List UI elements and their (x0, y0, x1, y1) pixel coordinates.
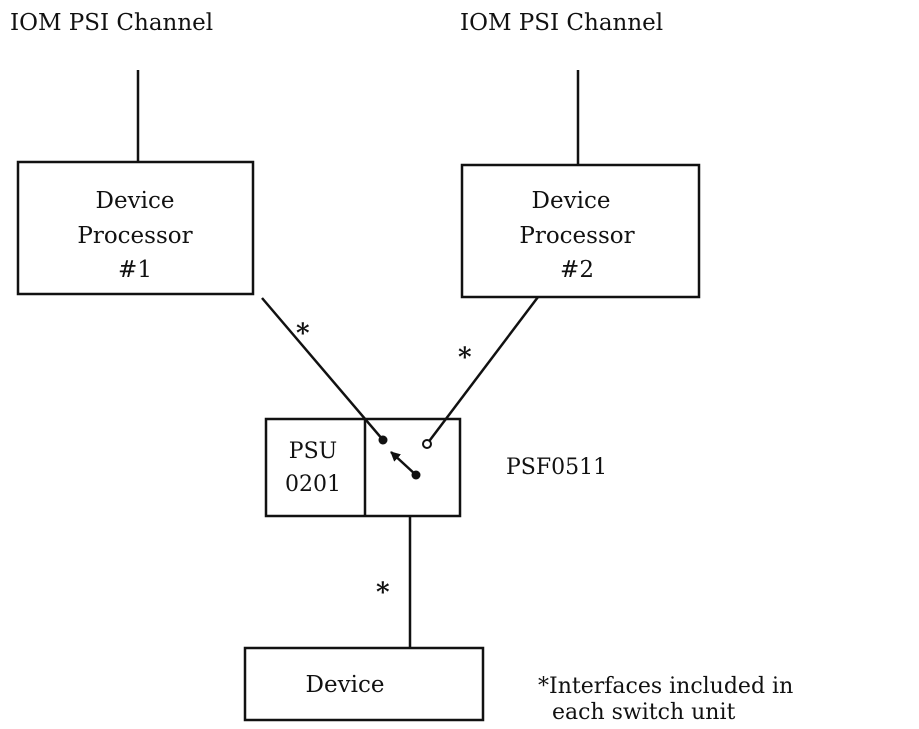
feature-label: PSF0511 (506, 455, 607, 480)
interface-marker-left: * (296, 319, 310, 349)
switch-contact-right (422, 439, 432, 449)
device-label: Device (306, 672, 385, 698)
switch-contact-left (378, 435, 388, 445)
channel-label-right: IOM PSI Channel (460, 10, 663, 36)
psu-label-line1: PSU (289, 439, 337, 464)
device-processor-2-line3: #2 (560, 257, 594, 283)
device-processor-1-line2: Processor (77, 223, 192, 249)
channel-label-left: IOM PSI Channel (10, 10, 213, 36)
device-processor-2-box (460, 163, 701, 299)
psu-label-line2: 0201 (285, 472, 341, 497)
device-processor-2-line1: Device (532, 188, 611, 214)
device-box (243, 646, 485, 722)
interface-marker-bottom: * (376, 578, 390, 608)
connection-processor-1-to-switch (261, 297, 384, 441)
connection-processor-2-to-switch (426, 296, 539, 445)
device-processor-2-line2: Processor (519, 223, 634, 249)
switch-unit-box (264, 417, 462, 518)
device-processor-1-line3: #1 (118, 257, 152, 283)
device-processor-1-line1: Device (96, 188, 175, 214)
device-processor-1-box (16, 160, 255, 296)
footnote-line1: *Interfaces included in (538, 674, 793, 699)
interface-marker-right: * (458, 343, 472, 373)
footnote-line2: each switch unit (552, 700, 735, 725)
switch-arm-arrow-icon (390, 451, 417, 476)
